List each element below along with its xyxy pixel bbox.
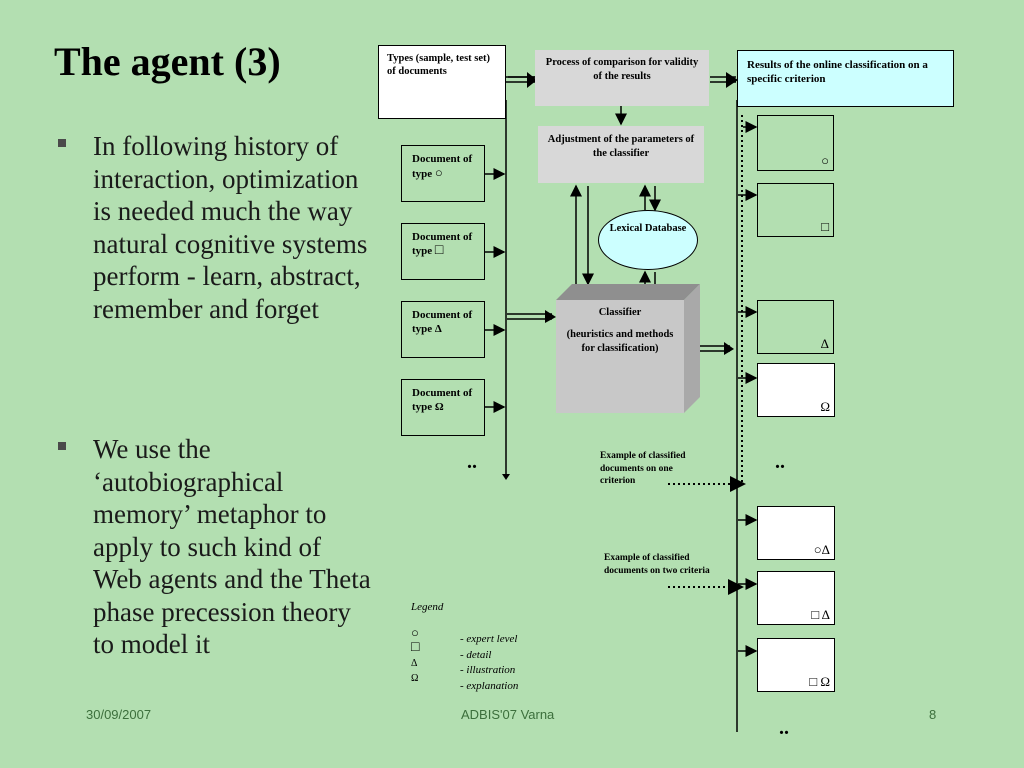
footer-date: 30/09/2007	[86, 707, 152, 722]
expert-level-circle-icon: ○	[411, 625, 419, 640]
classifier-subtitle: (heuristics and methods for classificati…	[566, 329, 674, 354]
document-box: Document of type Δ	[401, 301, 485, 358]
ellipsis: ..	[775, 451, 785, 473]
classifier-title: Classifier	[598, 307, 642, 318]
square-delta-icon: □ Δ	[811, 607, 830, 622]
document-box: Document of type Ω	[401, 379, 485, 436]
example-one-criterion-label: Example of classified documents on one c…	[600, 451, 686, 486]
bullet-item: In following history of interaction, opt…	[58, 130, 376, 325]
legend-title: Legend	[411, 601, 444, 613]
detail-square-icon: □	[821, 219, 829, 234]
result-box: Δ	[757, 300, 834, 354]
example-two-criteria-label: Example of classified documents on two c…	[604, 553, 710, 576]
illustration-delta-icon: Δ	[411, 658, 418, 669]
legend-symbols: ○ □ Δ Ω	[411, 626, 419, 685]
ellipsis: ..	[467, 451, 477, 473]
result-box: □	[757, 183, 834, 237]
square-omega-icon: □ Ω	[809, 674, 830, 689]
bullet-square-icon	[58, 442, 66, 450]
legend-item: - illustration	[460, 664, 516, 676]
slide-title: The agent (3)	[54, 39, 281, 84]
result-box: Ω	[757, 363, 835, 417]
footer-conference: ADBIS'07 Varna	[461, 707, 555, 722]
circle-delta-icon: ○Δ	[813, 542, 830, 557]
document-label: Document of type	[412, 387, 473, 413]
legend-descriptions: - expert level - detail - illustration -…	[460, 632, 518, 694]
result-box: □ Δ	[757, 571, 835, 625]
result-box: ○Δ	[757, 506, 835, 560]
explanation-omega-icon: Ω	[434, 401, 444, 413]
footer-page-number: 8	[929, 707, 937, 722]
document-box: Document of type ○	[401, 145, 485, 202]
result-box: ○	[757, 115, 834, 171]
results-online-box: Results of the online classification on …	[737, 50, 954, 107]
document-box: Document of type □	[401, 223, 485, 280]
document-label: Document of type	[412, 309, 473, 335]
detail-square-icon: □	[411, 640, 420, 655]
bullet-text: In following history of interaction, opt…	[93, 131, 368, 324]
legend-item: - detail	[460, 648, 492, 661]
ellipsis: ..	[779, 717, 789, 739]
explanation-omega-icon: Ω	[411, 673, 419, 684]
types-of-documents-box: Types (sample, test set) of documents	[378, 45, 506, 119]
result-box: □ Ω	[757, 638, 835, 692]
bullet-square-icon	[58, 139, 66, 147]
bullet-item: We use the ‘autobiographical memory’ met…	[58, 433, 376, 661]
legend-item: - explanation	[460, 679, 519, 692]
document-label: Document of type	[412, 231, 473, 257]
adjustment-parameters-box: Adjustment of the parameters of the clas…	[538, 126, 704, 183]
bullet-text: We use the ‘autobiographical memory’ met…	[93, 434, 371, 659]
expert-level-circle-icon: ○	[821, 153, 829, 168]
expert-level-circle-icon: ○	[434, 165, 443, 180]
lexical-database-node: Lexical Database	[598, 210, 698, 270]
illustration-delta-icon: Δ	[434, 323, 442, 335]
classifier-node: Classifier (heuristics and methods for c…	[560, 306, 680, 356]
legend-item: - expert level	[460, 633, 518, 645]
illustration-delta-icon: Δ	[820, 336, 829, 351]
explanation-omega-icon: Ω	[820, 399, 830, 414]
detail-square-icon: □	[434, 243, 444, 258]
comparison-process-box: Process of comparison for validity of th…	[535, 50, 709, 106]
document-label: Document of type	[412, 153, 473, 180]
